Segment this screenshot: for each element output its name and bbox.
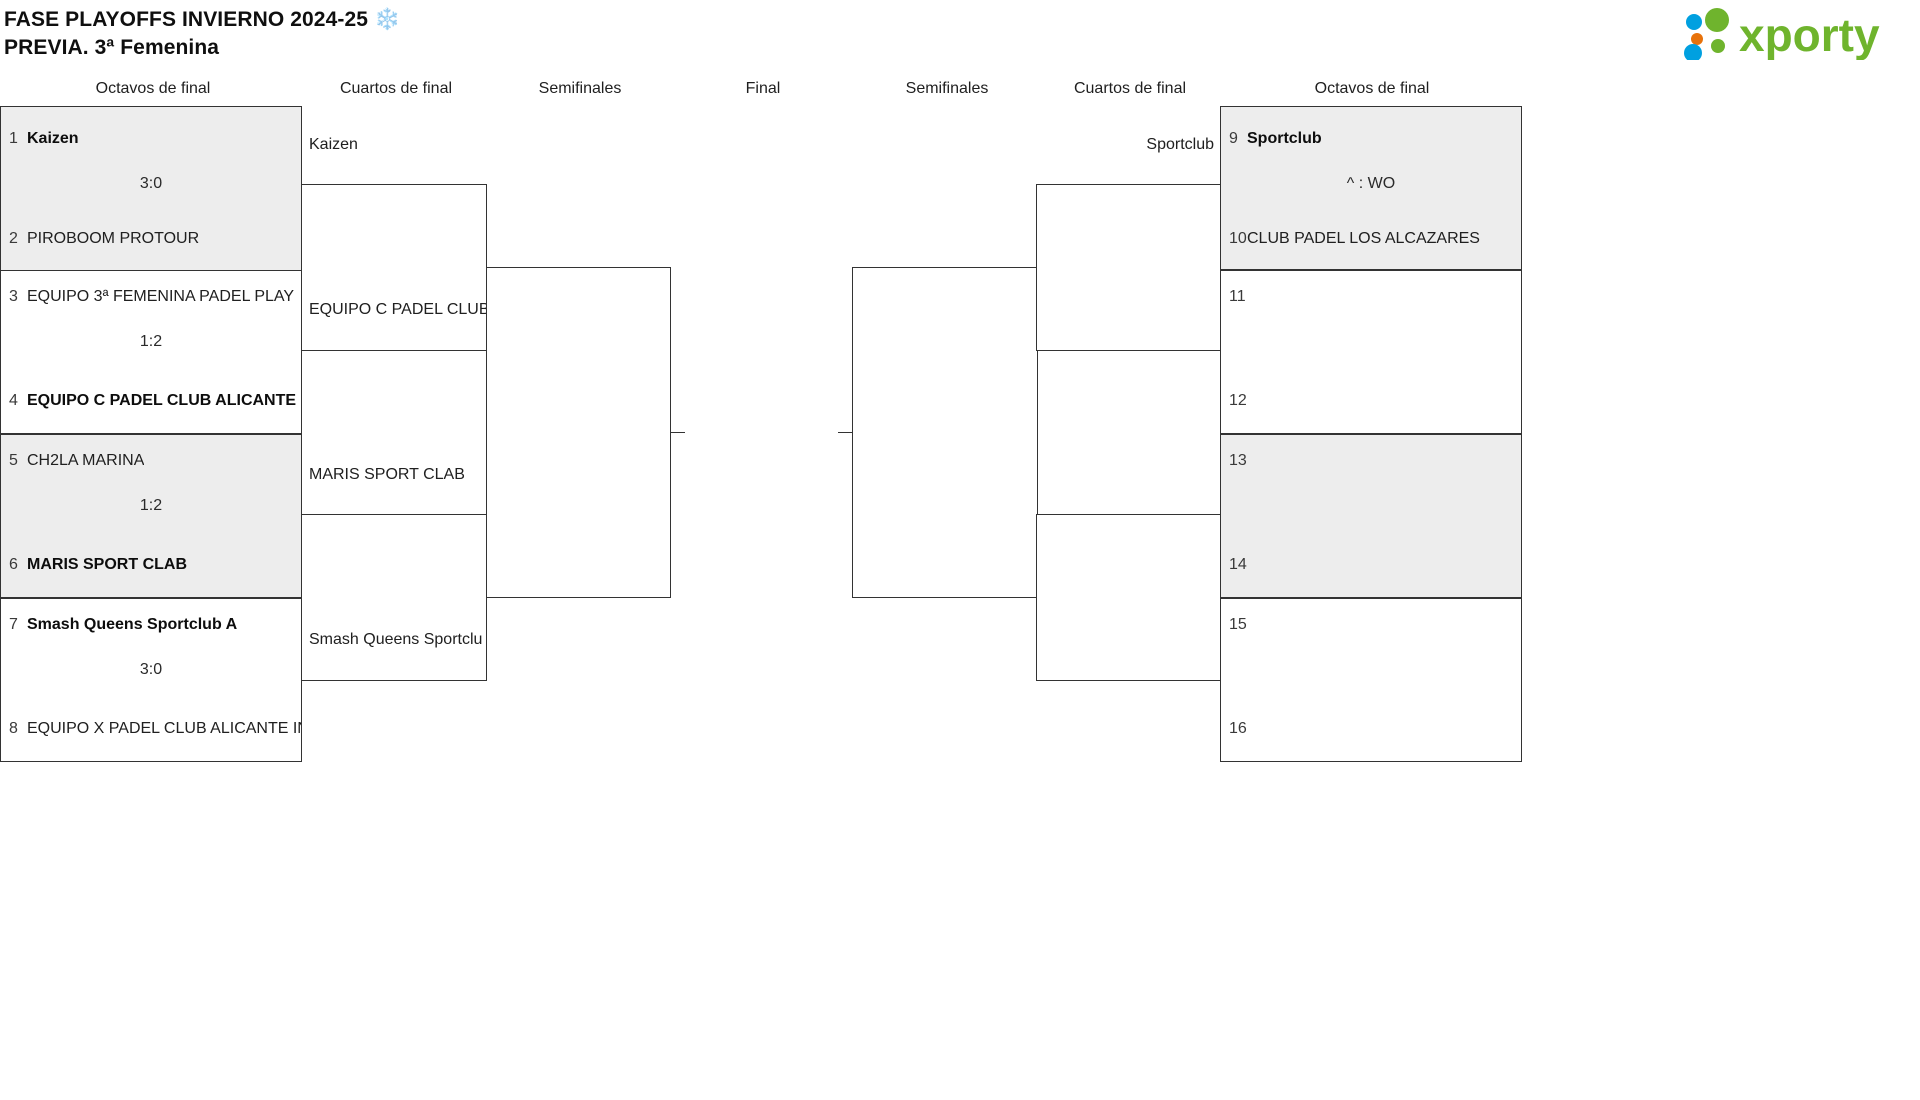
match-box-right-10[interactable]: 11 12 xyxy=(1220,270,1522,434)
round-header-right-sf: Semifinales xyxy=(905,80,989,97)
match-box-left-3[interactable]: 5 CH2LA MARINA 1:2 6 MARIS SPORT CLAB xyxy=(0,434,302,598)
team-name: Kaizen xyxy=(27,130,79,148)
match-box-right-12[interactable]: 15 16 xyxy=(1220,598,1522,762)
seed-number: 15 xyxy=(1229,616,1247,634)
seed-number: 14 xyxy=(1229,556,1247,574)
match-11-slot-top[interactable]: 13 xyxy=(1221,439,1521,483)
seed-number: 5 xyxy=(9,452,18,470)
left-qf-label-1: Kaizen xyxy=(309,136,358,153)
team-name: EQUIPO C PADEL CLUB ALICANTE IN xyxy=(27,392,301,410)
match-box-left-sf[interactable] xyxy=(486,267,671,598)
match-box-left-4[interactable]: 7 Smash Queens Sportclub A 3:0 8 EQUIPO … xyxy=(0,598,302,762)
match-3-score: 1:2 xyxy=(139,497,163,514)
match-box-left-qf-1[interactable] xyxy=(301,184,487,351)
xporty-logo[interactable]: xporty xyxy=(1673,6,1908,60)
seed-number: 9 xyxy=(1229,130,1238,148)
team-name: MARIS SPORT CLAB xyxy=(27,556,187,574)
match-10-slot-bottom[interactable]: 12 xyxy=(1221,379,1521,423)
match-2-slot-bottom[interactable]: 4 EQUIPO C PADEL CLUB ALICANTE IN xyxy=(1,379,301,423)
round-header-left-r16: Octavos de final xyxy=(95,80,211,97)
match-4-slot-top[interactable]: 7 Smash Queens Sportclub A xyxy=(1,603,301,647)
match-box-right-sf[interactable] xyxy=(852,267,1038,598)
team-name: CH2LA MARINA xyxy=(27,452,145,470)
match-box-left-2[interactable]: 3 EQUIPO 3ª FEMENINA PADEL PLAY 1:2 4 EQ… xyxy=(0,270,302,434)
left-qf-label-3: MARIS SPORT CLAB xyxy=(309,466,465,483)
right-qf-label-1: Sportclub xyxy=(1146,136,1214,153)
seed-number: 8 xyxy=(9,720,18,738)
match-11-slot-bottom[interactable]: 14 xyxy=(1221,543,1521,587)
seed-number: 1 xyxy=(9,130,18,148)
seed-number: 3 xyxy=(9,288,18,306)
round-header-right-r16: Octavos de final xyxy=(1314,80,1430,97)
match-3-slot-top[interactable]: 5 CH2LA MARINA xyxy=(1,439,301,483)
left-qf-label-4: Smash Queens Sportclu xyxy=(309,631,483,648)
seed-number: 13 xyxy=(1229,452,1247,470)
left-qf-label-2: EQUIPO C PADEL CLUB xyxy=(309,301,489,318)
match-12-slot-top[interactable]: 15 xyxy=(1221,603,1521,647)
connector-right-sf-to-final xyxy=(838,432,852,433)
title-line-2: PREVIA. 3ª Femenina xyxy=(4,35,220,59)
match-box-right-11[interactable]: 13 14 xyxy=(1220,434,1522,598)
match-9-score: ^ : WO xyxy=(1346,175,1396,192)
connector-left-sf-to-final xyxy=(671,432,685,433)
team-name: CLUB PADEL LOS ALCAZARES xyxy=(1247,230,1480,248)
page-title: FASE PLAYOFFS INVIERNO 2024-25 ❄️ PREVIA… xyxy=(4,6,400,61)
match-box-left-qf-2[interactable] xyxy=(301,514,487,681)
seed-number: 7 xyxy=(9,616,18,634)
match-box-right-qf-2[interactable] xyxy=(1036,514,1222,681)
team-name: EQUIPO X PADEL CLUB ALICANTE IN xyxy=(27,720,301,738)
round-header-left-sf: Semifinales xyxy=(538,80,622,97)
seed-number: 6 xyxy=(9,556,18,574)
round-header-left-qf: Cuartos de final xyxy=(339,80,453,97)
match-2-score: 1:2 xyxy=(139,333,163,350)
team-name: PIROBOOM PROTOUR xyxy=(27,230,200,248)
match-1-score: 3:0 xyxy=(139,175,163,192)
seed-number: 11 xyxy=(1229,288,1246,306)
match-2-slot-top[interactable]: 3 EQUIPO 3ª FEMENINA PADEL PLAY xyxy=(1,275,301,319)
match-3-slot-bottom[interactable]: 6 MARIS SPORT CLAB xyxy=(1,543,301,587)
seed-number: 12 xyxy=(1229,392,1247,410)
seed-number: 4 xyxy=(9,392,18,410)
seed-number: 2 xyxy=(9,230,18,248)
round-header-final: Final xyxy=(745,80,781,97)
match-4-score: 3:0 xyxy=(139,661,163,678)
match-box-right-qf-1[interactable] xyxy=(1036,184,1222,351)
team-name: EQUIPO 3ª FEMENINA PADEL PLAY xyxy=(27,288,295,306)
match-9-slot-bottom[interactable]: 10 CLUB PADEL LOS ALCAZARES xyxy=(1221,217,1521,261)
match-1-slot-bottom[interactable]: 2 PIROBOOM PROTOUR xyxy=(1,217,301,261)
svg-text:xporty: xporty xyxy=(1739,9,1880,60)
seed-number: 10 xyxy=(1229,230,1247,248)
round-header-right-qf: Cuartos de final xyxy=(1073,80,1187,97)
title-line-1: FASE PLAYOFFS INVIERNO 2024-25 ❄️ xyxy=(4,8,401,31)
team-name: Sportclub xyxy=(1247,130,1322,148)
seed-number: 16 xyxy=(1229,720,1247,738)
match-10-slot-top[interactable]: 11 xyxy=(1221,275,1521,319)
match-4-slot-bottom[interactable]: 8 EQUIPO X PADEL CLUB ALICANTE IN xyxy=(1,707,301,751)
match-1-slot-top[interactable]: 1 Kaizen xyxy=(1,117,301,161)
match-9-slot-top[interactable]: 9 Sportclub xyxy=(1221,117,1521,161)
match-box-right-9[interactable]: 9 Sportclub ^ : WO 10 CLUB PADEL LOS ALC… xyxy=(1220,106,1522,270)
team-name: Smash Queens Sportclub A xyxy=(27,616,238,634)
match-12-slot-bottom[interactable]: 16 xyxy=(1221,707,1521,751)
